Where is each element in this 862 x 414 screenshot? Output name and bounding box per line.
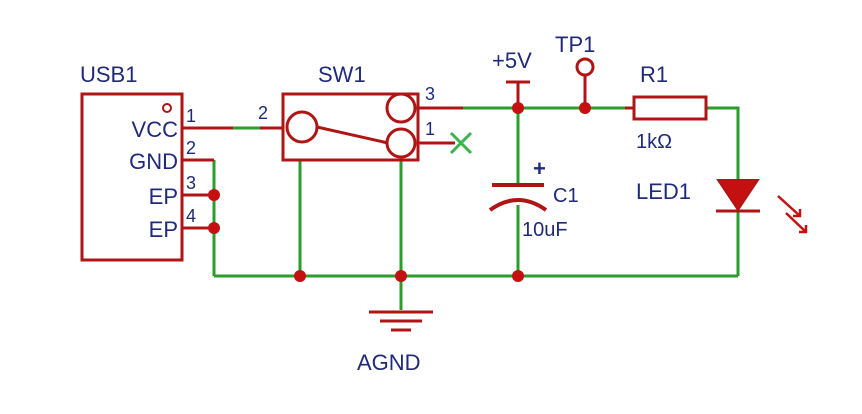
junction-dot <box>294 270 306 282</box>
capacitor: + C1 10uF <box>488 156 579 241</box>
resistor: R1 1kΩ <box>625 62 708 153</box>
usb-pin-number-2: 2 <box>186 138 196 158</box>
capacitor-ref: C1 <box>553 185 579 207</box>
usb-pin-name-2: GND <box>129 149 178 174</box>
usb-ref: USB1 <box>80 62 137 87</box>
no-connect-x-icon <box>449 131 473 155</box>
switch-pin-top-number: 3 <box>425 84 435 104</box>
usb-pin-number-3: 3 <box>186 173 196 193</box>
switch-ref: SW1 <box>318 62 366 87</box>
junction-dot <box>512 270 524 282</box>
resistor-ref: R1 <box>640 62 668 87</box>
usb-connector: USB1 VCC GND EP EP 1 2 3 4 <box>80 62 233 262</box>
junction-dot <box>579 102 591 114</box>
usb-body <box>80 92 184 262</box>
junctions <box>208 102 591 282</box>
led-emission-arrow-icon <box>777 195 808 234</box>
usb-pin-name-3: EP <box>149 184 178 209</box>
switch-pin-left-number: 2 <box>258 103 268 123</box>
junction-dot <box>208 222 220 234</box>
junction-dot <box>395 270 407 282</box>
usb-pin-number-1: 1 <box>186 106 196 126</box>
usb-pin1-marker <box>162 103 172 113</box>
switch-body <box>281 92 420 162</box>
usb-pin-name-4: EP <box>149 217 178 242</box>
resistor-value: 1kΩ <box>636 131 672 153</box>
usb-pin-name-1: VCC <box>132 117 179 142</box>
test-point-ring <box>575 57 595 77</box>
switch: SW1 2 3 1 <box>258 62 463 162</box>
switch-common-contact <box>285 110 319 144</box>
switch-pin-bottom-number: 1 <box>425 119 435 139</box>
power-5v-symbol: +5V <box>492 48 532 108</box>
junction-dot <box>208 189 220 201</box>
capacitor-polarity-plus: + <box>533 156 546 181</box>
switch-contact-top <box>385 92 417 124</box>
switch-contact-bottom <box>385 127 417 159</box>
capacitor-plate-bottom <box>488 198 548 212</box>
ground-label: AGND <box>357 350 421 375</box>
test-point: TP1 <box>555 32 595 108</box>
resistor-body <box>632 95 708 121</box>
junction-dot <box>512 102 524 114</box>
switch-lever <box>316 125 389 145</box>
led: LED1 <box>636 179 808 234</box>
capacitor-value: 10uF <box>522 219 568 241</box>
usb-pin-number-4: 4 <box>186 206 196 226</box>
test-point-ref: TP1 <box>555 32 595 57</box>
ground-symbol: AGND <box>357 310 433 375</box>
led-ref: LED1 <box>636 179 691 204</box>
led-triangle <box>716 179 760 212</box>
wire-r1-to-led <box>706 106 740 180</box>
power-5v-label: +5V <box>492 48 532 73</box>
